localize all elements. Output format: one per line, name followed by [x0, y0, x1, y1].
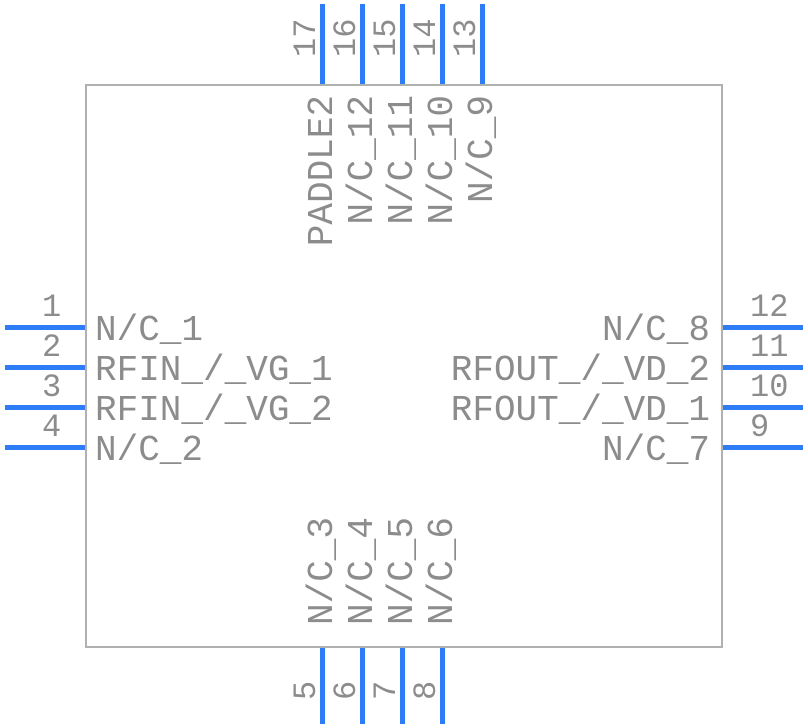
component-body [85, 84, 723, 648]
pin-16-number: 16 [328, 18, 365, 57]
pin-9-line [723, 445, 803, 450]
pin-10-line [723, 405, 803, 410]
pin-13-number: 13 [448, 18, 485, 57]
pin-4-line [5, 445, 85, 450]
pin-14-number: 14 [408, 18, 445, 57]
pin-14-line [440, 4, 445, 84]
pin-17-line [320, 4, 325, 84]
pin-2-line [5, 365, 85, 370]
pin-10-number: 10 [750, 369, 789, 406]
pin-12-number: 12 [750, 289, 789, 326]
pin-16-label: N/C_12 [342, 95, 383, 225]
pin-15-label: N/C_11 [382, 95, 423, 225]
pin-9-number: 9 [750, 409, 770, 446]
pin-6-number: 6 [328, 680, 365, 700]
pin-13-label: N/C_9 [462, 95, 503, 204]
pin-8-number: 8 [408, 680, 445, 700]
pin-5-label: N/C_3 [302, 516, 343, 625]
pin-15-line [400, 4, 405, 84]
pin-5-line [320, 648, 325, 724]
pin-17-label: PADDLE2 [302, 95, 343, 247]
pin-1-line [5, 325, 85, 330]
pin-7-number: 7 [368, 680, 405, 700]
pin-16-line [360, 4, 365, 84]
pin-4-label: N/C_2 [95, 430, 204, 471]
pin-12-line [723, 325, 803, 330]
pin-6-line [360, 648, 365, 724]
pin-10-label: RFOUT_/_VD_1 [450, 390, 710, 431]
pin-2-label: RFIN_/_VG_1 [95, 350, 333, 391]
pin-3-label: RFIN_/_VG_2 [95, 390, 333, 431]
pin-17-number: 17 [288, 18, 325, 57]
pin-9-label: N/C_7 [601, 430, 710, 471]
pin-12-label: N/C_8 [601, 310, 710, 351]
pin-8-line [440, 648, 445, 724]
pin-13-line [480, 4, 485, 84]
pin-11-line [723, 365, 803, 370]
pin-14-label: N/C_10 [422, 95, 463, 225]
pin-5-number: 5 [288, 680, 325, 700]
pin-11-label: RFOUT_/_VD_2 [450, 350, 710, 391]
pin-3-line [5, 405, 85, 410]
pin-8-label: N/C_6 [422, 516, 463, 625]
pin-2-number: 2 [42, 329, 62, 366]
pin-3-number: 3 [42, 369, 62, 406]
pin-1-label: N/C_1 [95, 310, 204, 351]
pin-4-number: 4 [42, 409, 62, 446]
pin-6-label: N/C_4 [342, 516, 383, 625]
pin-11-number: 11 [750, 329, 789, 366]
pin-15-number: 15 [368, 18, 405, 57]
pin-1-number: 1 [42, 289, 62, 326]
pin-7-line [400, 648, 405, 724]
pin-7-label: N/C_5 [382, 516, 423, 625]
